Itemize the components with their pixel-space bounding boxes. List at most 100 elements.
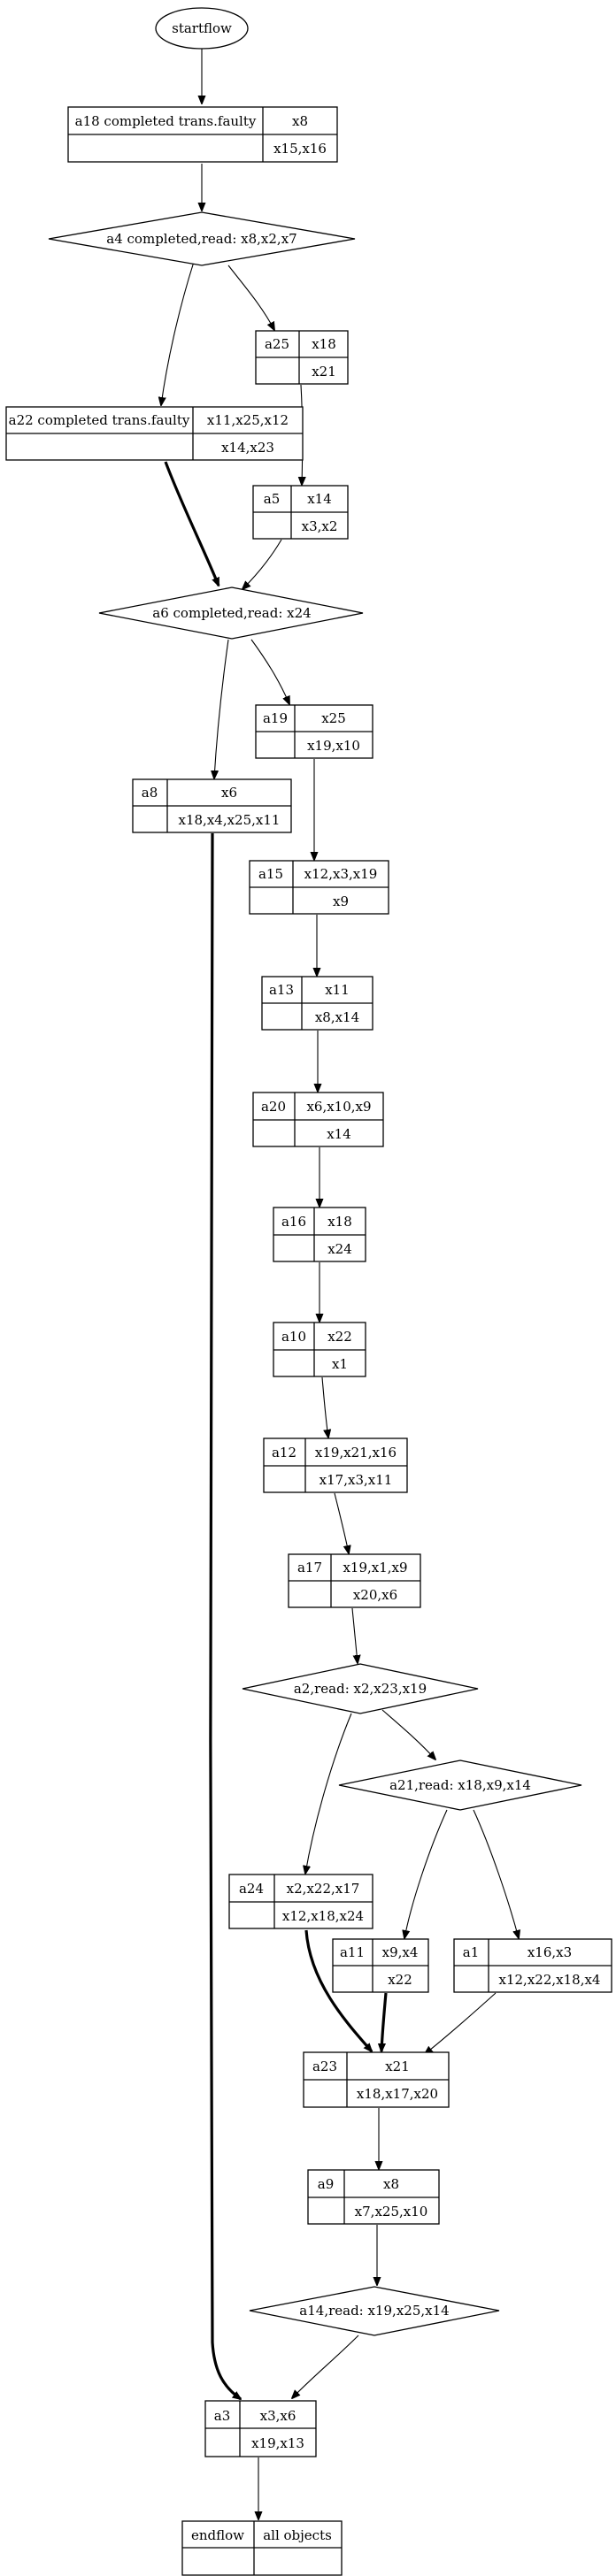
- edge-a12-a17: [334, 1492, 349, 1553]
- a24-name: a24: [239, 1881, 264, 1897]
- edge-a5-a6: [243, 539, 282, 589]
- task-a1: a1 x16,x3 x12,x22,x18,x4: [453, 1938, 612, 1993]
- task-a17: a17 x19,x1,x9 x20,x6: [288, 1553, 421, 1608]
- end-label: endflow: [191, 2527, 244, 2543]
- a23-in: x18,x17,x20: [357, 2086, 438, 2102]
- a25-out: x18: [312, 336, 336, 352]
- a2-label: a2,read: x2,x23,x19: [294, 1681, 427, 1697]
- a11-in: x22: [388, 1972, 412, 1988]
- a17-out: x19,x1,x9: [343, 1560, 407, 1576]
- task-a10: a10 x22 x1: [273, 1322, 366, 1377]
- a11-name: a11: [340, 1944, 365, 1960]
- a8-name: a8: [142, 785, 158, 801]
- task-a24: a24 x2,x22,x17 x12,x18,x24: [228, 1874, 373, 1929]
- decision-a14: a14,read: x19,x25,x14: [249, 2286, 500, 2336]
- a13-out: x11: [325, 982, 350, 998]
- edge-a2-a21: [381, 1709, 435, 1760]
- a23-out: x21: [385, 2058, 410, 2074]
- task-a3: a3 x3,x6 x19,x13: [204, 2400, 317, 2457]
- a14-label: a14,read: x19,x25,x14: [299, 2303, 449, 2319]
- a1-in: x12,x22,x18,x4: [499, 1972, 601, 1988]
- a15-name: a15: [258, 866, 283, 882]
- a8-out: x6: [221, 785, 237, 801]
- start-label: startflow: [172, 20, 232, 36]
- a20-out: x6,x10,x9: [306, 1099, 371, 1115]
- a5-in: x3,x2: [302, 518, 338, 534]
- edge-a21-a11: [404, 1809, 448, 1938]
- a12-out: x19,x21,x16: [315, 1445, 397, 1460]
- a17-in: x20,x6: [353, 1587, 397, 1603]
- a17-name: a17: [297, 1560, 322, 1576]
- task-a5: a5 x14 x3,x2: [252, 485, 349, 540]
- edge-a8-a3: [209, 832, 241, 2399]
- edge-a1-a23: [425, 1992, 497, 2054]
- edge-a10-a12: [321, 1376, 328, 1438]
- edge-a14-a3: [292, 2334, 359, 2398]
- a10-in: x1: [332, 1356, 348, 1372]
- a19-name: a19: [263, 710, 288, 726]
- edge-a22-a6: [164, 461, 220, 586]
- a4-label: a4 completed,read: x8,x2,x7: [106, 231, 296, 247]
- end-node: endflow all objects: [181, 2520, 343, 2576]
- edge-a4-a25: [227, 264, 274, 330]
- a20-name: a20: [261, 1099, 286, 1115]
- a18-name: a18 completed trans.faulty: [75, 113, 257, 129]
- task-a22: a22 completed trans.faulty x11,x25,x12 x…: [5, 406, 304, 461]
- a12-name: a12: [272, 1445, 296, 1460]
- decision-a21: a21,read: x18,x9,x14: [338, 1760, 582, 1811]
- a10-out: x22: [327, 1329, 352, 1345]
- edge-a6-a8: [214, 639, 229, 778]
- task-a20: a20 x6,x10,x9 x14: [252, 1092, 384, 1147]
- a15-in: x9: [333, 893, 349, 909]
- a19-in: x19,x10: [307, 738, 360, 754]
- decision-a2: a2,read: x2,x23,x19: [242, 1663, 479, 1714]
- a19-out: x25: [321, 710, 346, 726]
- a15-out: x12,x3,x19: [304, 866, 378, 882]
- a22-in: x14,x23: [221, 440, 274, 456]
- a8-in: x18,x4,x25,x11: [179, 812, 281, 828]
- task-a15: a15 x12,x3,x19 x9: [249, 860, 389, 915]
- a9-name: a9: [318, 2176, 335, 2192]
- a16-name: a16: [281, 1214, 306, 1230]
- a5-out: x14: [307, 491, 332, 507]
- a9-in: x7,x25,x10: [355, 2204, 428, 2220]
- a3-out: x3,x6: [260, 2408, 296, 2424]
- edge-a21-a1: [473, 1809, 519, 1938]
- a21-label: a21,read: x18,x9,x14: [389, 1777, 531, 1793]
- a11-out: x9,x4: [382, 1944, 419, 1960]
- edge-a11-a23: [381, 1992, 388, 2051]
- task-a8: a8 x6 x18,x4,x25,x11: [132, 778, 292, 833]
- a23-name: a23: [312, 2058, 337, 2074]
- a24-out: x2,x22,x17: [287, 1881, 360, 1897]
- task-a19: a19 x25 x19,x10: [255, 704, 373, 759]
- task-a23: a23 x21 x18,x17,x20: [303, 2051, 450, 2108]
- edge-a2-a24: [305, 1713, 352, 1874]
- start-node: startflow: [155, 7, 249, 50]
- task-a16: a16 x18 x24: [273, 1207, 366, 1262]
- a9-out: x8: [383, 2176, 399, 2192]
- a18-out: x8: [292, 113, 308, 129]
- a16-out: x18: [327, 1214, 352, 1230]
- a3-in: x19,x13: [251, 2435, 304, 2451]
- a25-name: a25: [265, 336, 289, 352]
- edges: [161, 49, 519, 2519]
- edge-a4-a22: [161, 261, 195, 405]
- a20-in: x14: [327, 1126, 351, 1142]
- a1-name: a1: [463, 1944, 480, 1960]
- a3-name: a3: [214, 2408, 231, 2424]
- task-a18: a18 completed trans.faulty x8 x15,x16: [67, 106, 338, 163]
- decision-a6: a6 completed,read: x24: [98, 586, 364, 640]
- a1-out: x16,x3: [527, 1944, 572, 1960]
- a13-in: x8,x14: [315, 1009, 359, 1025]
- a25-in: x21: [312, 364, 336, 380]
- a13-name: a13: [269, 982, 294, 998]
- task-a13: a13 x11 x8,x14: [261, 976, 373, 1031]
- a24-in: x12,x18,x24: [282, 1908, 364, 1924]
- a16-in: x24: [327, 1241, 352, 1257]
- a22-out: x11,x25,x12: [207, 412, 289, 428]
- edge-a24-a23: [304, 1929, 372, 2051]
- end-out: all objects: [263, 2527, 332, 2543]
- a18-in: x15,x16: [273, 141, 327, 157]
- a6-label: a6 completed,read: x24: [152, 605, 311, 621]
